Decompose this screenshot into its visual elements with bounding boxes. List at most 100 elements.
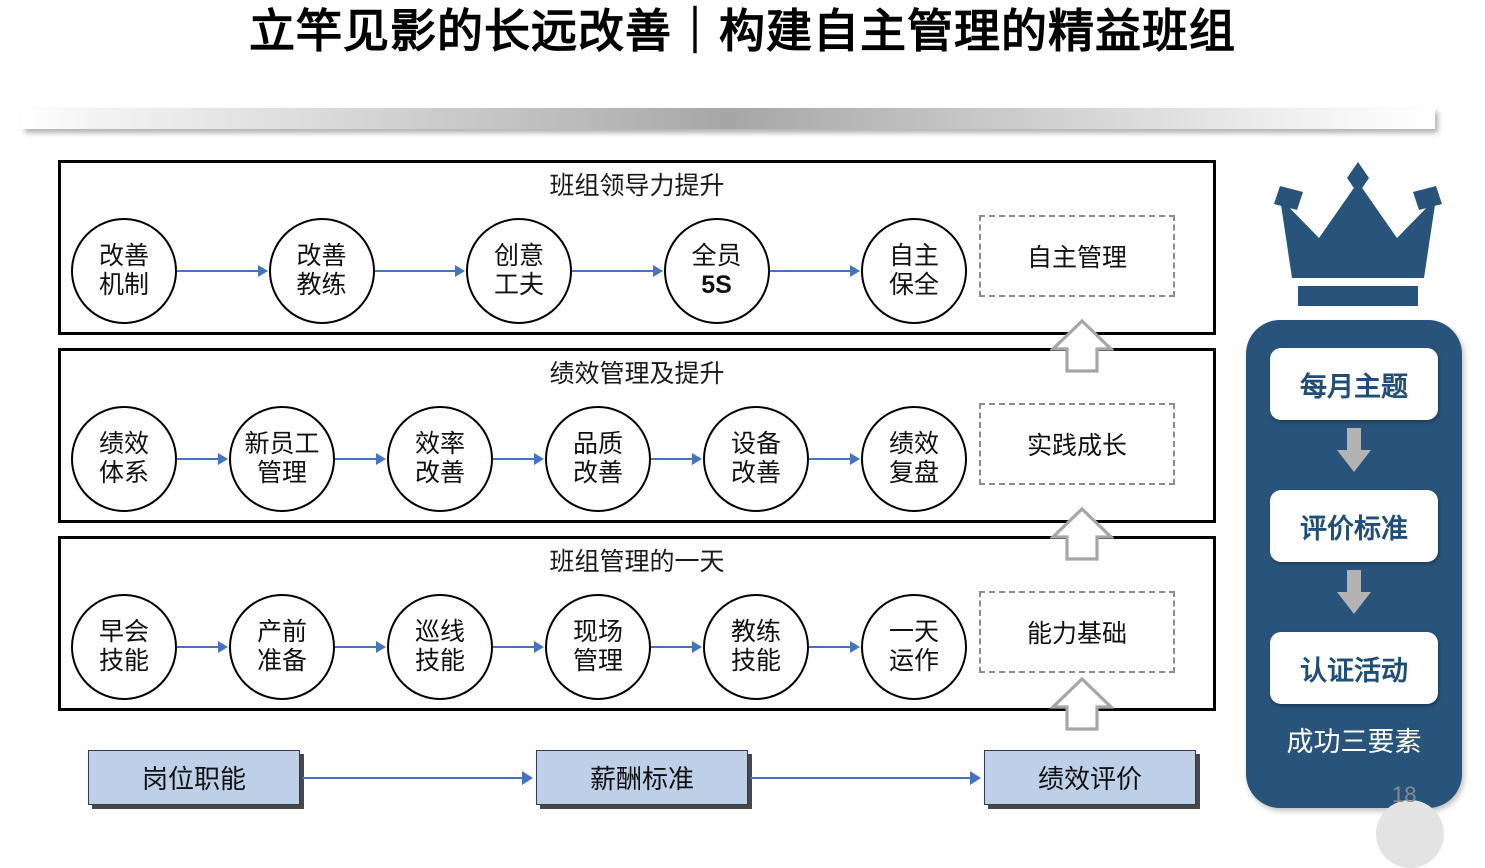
result-box-autonomous-management: 自主管理: [979, 215, 1175, 297]
panel-card-label: 每月主题: [1300, 371, 1408, 402]
flow-arrow-icon: [809, 641, 861, 653]
gradient-bar: [22, 108, 1435, 129]
row-title: 绩效管理及提升: [549, 360, 725, 388]
process-node-label-line2: 教练: [296, 271, 347, 299]
process-node-label-line2: 准备: [256, 647, 307, 675]
node-chain: 绩效体系新员工管理效率改善品质改善设备改善绩效复盘: [71, 399, 967, 519]
up-arrow-icon: [1049, 676, 1115, 732]
process-node-label-line1: 现场: [572, 618, 623, 646]
bottom-flow-arrow-icon: [750, 771, 982, 785]
process-node-label-line2: 机制: [98, 271, 149, 299]
process-node-label-line1: 全员: [691, 242, 742, 270]
page-title: 立竿见影的长远改善｜构建自主管理的精益班组: [249, 5, 1236, 57]
panel-card-evaluation-criteria[interactable]: 评价标准: [1270, 490, 1438, 562]
panel-card-label: 评价标准: [1300, 513, 1408, 544]
process-node-label-line2: 运作: [888, 647, 939, 675]
process-node[interactable]: 设备改善: [703, 406, 809, 512]
panel-card-monthly-theme[interactable]: 每月主题: [1270, 348, 1438, 420]
process-node-label-line1: 教练: [730, 618, 781, 646]
process-node-label-line1: 改善: [98, 242, 149, 270]
row-title: 班组领导力提升: [549, 172, 725, 200]
flow-arrow-icon: [651, 641, 703, 653]
process-node[interactable]: 自主保全: [861, 218, 967, 324]
process-node-label-line1: 绩效: [98, 430, 149, 458]
process-node-label-line1: 设备: [730, 430, 781, 458]
process-node-label-line1: 改善: [296, 242, 347, 270]
process-node[interactable]: 绩效体系: [71, 406, 177, 512]
track-row-performance: 绩效管理及提升 绩效体系新员工管理效率改善品质改善设备改善绩效复盘 实践成长: [58, 348, 1216, 523]
title-divider: [22, 108, 1435, 129]
result-label: 自主管理: [1026, 244, 1127, 272]
process-node-label-line1: 品质: [572, 430, 623, 458]
process-node-label-line1: 一天: [888, 618, 939, 646]
bottom-box-job-function[interactable]: 岗位职能: [88, 750, 300, 805]
result-label: 实践成长: [1026, 432, 1127, 460]
process-node-label-line1: 新员工: [244, 430, 320, 458]
process-node[interactable]: 改善教练: [268, 218, 375, 324]
process-node-label-line1: 绩效: [888, 430, 939, 458]
process-node-label-line2: 技能: [730, 647, 781, 675]
process-node-label-line1: 创意: [493, 242, 544, 270]
process-node-label-line2: 技能: [98, 647, 149, 675]
process-node[interactable]: 改善机制: [71, 218, 177, 324]
process-node[interactable]: 新员工管理: [229, 406, 335, 512]
process-node-label-line1: 自主: [888, 242, 939, 270]
result-box-practice-growth: 实践成长: [979, 403, 1175, 485]
flow-arrow-icon: [651, 453, 703, 465]
flow-arrow-icon: [572, 265, 664, 277]
flow-arrow-icon: [493, 453, 545, 465]
flow-arrow-icon: [335, 641, 387, 653]
down-arrow-icon: [1335, 570, 1373, 616]
process-node-label-line1: 产前: [256, 618, 307, 646]
process-node[interactable]: 绩效复盘: [861, 406, 967, 512]
success-factors-panel: 每月主题 评价标准 认证活动 成功三要素: [1246, 320, 1462, 808]
panel-footer-label: 成功三要素: [1286, 727, 1422, 757]
down-arrow-icon: [1335, 428, 1373, 474]
process-node[interactable]: 创意工夫: [466, 218, 572, 324]
process-node-label-line1: 效率: [414, 430, 465, 458]
panel-card-certification-activity[interactable]: 认证活动: [1270, 632, 1438, 704]
node-chain: 早会技能产前准备巡线技能现场管理教练技能一天运作: [71, 587, 967, 707]
result-label: 能力基础: [1026, 620, 1127, 648]
up-arrow-icon: [1049, 318, 1115, 374]
process-node[interactable]: 效率改善: [387, 406, 493, 512]
process-node[interactable]: 品质改善: [545, 406, 651, 512]
process-node[interactable]: 产前准备: [229, 594, 335, 700]
process-node-label-line2: 技能: [414, 647, 465, 675]
process-node-label-line2: 改善: [730, 459, 781, 487]
process-node[interactable]: 现场管理: [545, 594, 651, 700]
flow-arrow-icon: [177, 641, 229, 653]
process-node[interactable]: 早会技能: [71, 594, 177, 700]
bottom-box-performance-evaluation[interactable]: 绩效评价: [984, 750, 1196, 805]
process-node-label-line2: 体系: [98, 459, 149, 487]
page-number-decoration: [1376, 800, 1444, 868]
bottom-box-salary-standard[interactable]: 薪酬标准: [536, 750, 748, 805]
flow-arrow-icon: [493, 641, 545, 653]
process-node[interactable]: 教练技能: [703, 594, 809, 700]
process-node-label-line2: 复盘: [888, 459, 939, 487]
page-number: 18: [1392, 782, 1417, 807]
process-node-label-line2: 改善: [572, 459, 623, 487]
bottom-box-label: 薪酬标准: [589, 764, 694, 794]
bottom-box-label: 绩效评价: [1037, 764, 1142, 794]
track-row-daily-management: 班组管理的一天 早会技能产前准备巡线技能现场管理教练技能一天运作 能力基础: [58, 536, 1216, 711]
process-node-label-line1: 巡线: [414, 618, 465, 646]
process-node[interactable]: 巡线技能: [387, 594, 493, 700]
bottom-flow-arrow-icon: [302, 771, 534, 785]
result-box-capability-base: 能力基础: [979, 591, 1175, 673]
process-node-label-line2: 工夫: [493, 271, 544, 299]
flow-arrow-icon: [769, 265, 862, 277]
process-node-label-line1: 早会: [98, 618, 149, 646]
flow-arrow-icon: [335, 453, 387, 465]
flow-arrow-icon: [177, 453, 229, 465]
process-node[interactable]: 一天运作: [861, 594, 967, 700]
crown-icon: [1256, 152, 1460, 310]
row-title: 班组管理的一天: [549, 548, 725, 576]
up-arrow-icon: [1049, 506, 1115, 562]
flow-arrow-icon: [374, 265, 467, 277]
flow-arrow-icon: [177, 265, 269, 277]
process-node-label-line2: 管理: [256, 459, 307, 487]
flow-arrow-icon: [809, 453, 861, 465]
